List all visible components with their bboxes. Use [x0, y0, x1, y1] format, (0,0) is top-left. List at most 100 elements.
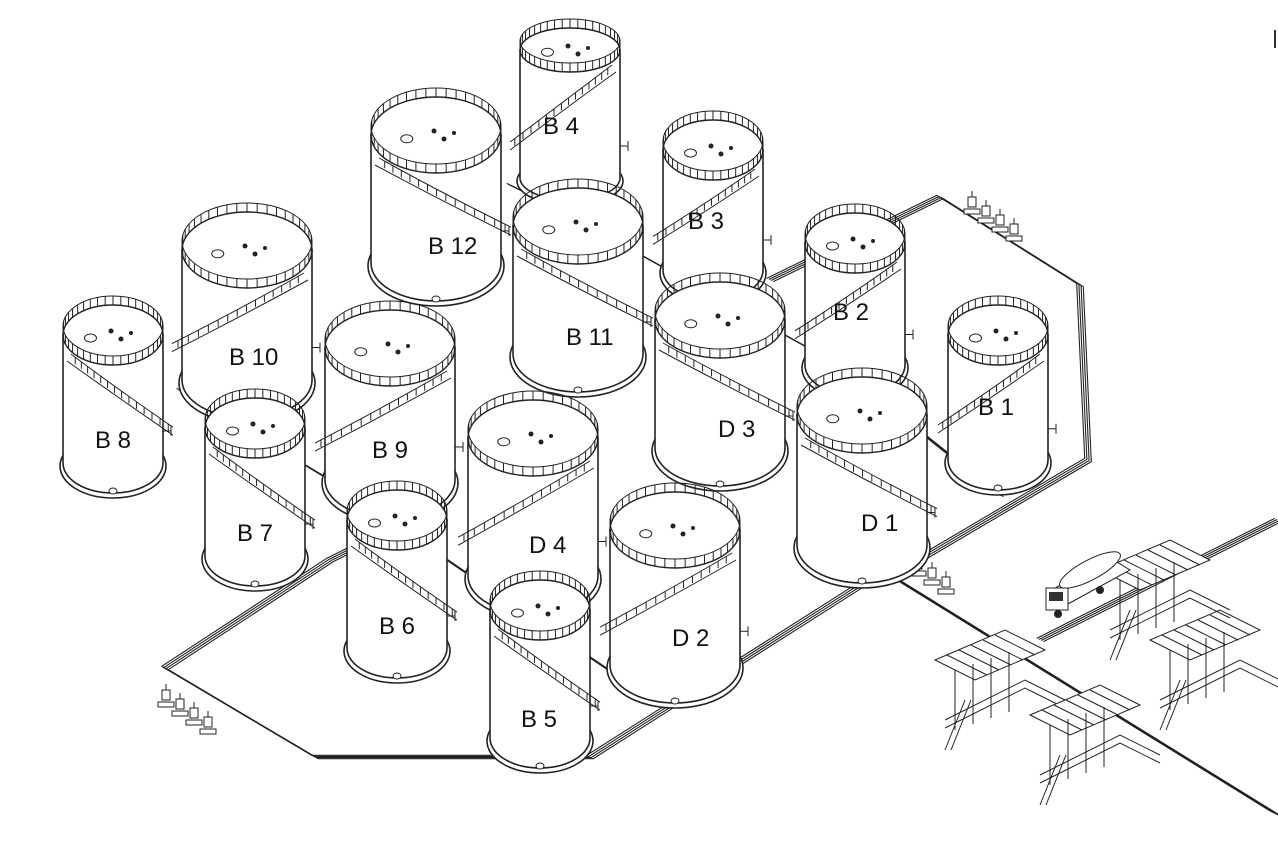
roof-vent — [708, 143, 714, 149]
roof-vent — [594, 222, 598, 226]
roof-hatch — [541, 47, 554, 57]
drain-valve — [250, 580, 260, 588]
drain-valve — [670, 697, 680, 705]
pipe-south-loop — [161, 557, 904, 760]
roof-vent — [263, 246, 267, 250]
roof-vent — [691, 526, 695, 530]
spiral-staircase — [350, 538, 458, 621]
roof-vent — [549, 434, 553, 438]
roof-vent — [385, 341, 391, 347]
tank-label-b4: B 4 — [543, 113, 579, 140]
tank-d3: D 3 — [651, 272, 796, 492]
tank-label-b10: B 10 — [229, 344, 278, 371]
roof-vent — [565, 43, 571, 49]
roof-vent — [575, 51, 581, 57]
handrail-posts — [796, 368, 928, 453]
roof-vent — [993, 328, 999, 334]
roof-vent — [729, 146, 733, 150]
roof-vent — [586, 46, 590, 50]
roof-vent — [857, 408, 863, 414]
loading-bay-2 — [1028, 684, 1161, 806]
roof-hatch — [497, 437, 511, 447]
tank-b1: B 1 — [937, 295, 1057, 496]
roof-hatch — [511, 608, 524, 618]
tank-label-b8: B 8 — [95, 427, 131, 454]
tank-label-b12: B 12 — [428, 233, 477, 260]
roof-vent — [452, 131, 456, 135]
drain-valve — [392, 672, 402, 680]
roof-vent — [715, 313, 721, 319]
roof-vent — [118, 336, 124, 342]
tank-b2: B 2 — [794, 203, 914, 401]
roof-vent — [878, 411, 882, 415]
roof-hatch — [226, 426, 239, 436]
roof-hatch — [639, 529, 653, 539]
tank-d2: D 2 — [599, 482, 749, 709]
roof-vent — [871, 239, 875, 243]
roof-vent — [431, 128, 437, 134]
roof-hatch — [969, 333, 982, 343]
roof-vent — [573, 219, 579, 225]
roof-vent — [583, 227, 589, 233]
tank-d4: D 4 — [457, 390, 607, 620]
valve-cluster-southwest — [157, 684, 217, 735]
roof-vent — [260, 429, 266, 435]
loading-bay-3 — [1148, 609, 1278, 731]
roof-vent — [1014, 331, 1018, 335]
tank-b3: B 3 — [652, 110, 772, 306]
spiral-staircase — [314, 370, 452, 452]
roof-vent — [538, 439, 544, 445]
roof-vent — [850, 236, 856, 242]
roof-vent — [402, 521, 408, 527]
drain-valve — [535, 762, 545, 770]
roof-vent — [867, 416, 873, 422]
tank-label-b11: B 11 — [566, 324, 614, 351]
spiral-staircase — [800, 437, 938, 518]
tank-b11: B 11 — [509, 178, 654, 398]
tank-label-b2: B 2 — [833, 299, 869, 326]
roof-vent — [250, 421, 256, 427]
handrail-posts — [370, 88, 502, 173]
spiral-staircase — [599, 552, 737, 636]
tank-label-b5: B 5 — [521, 706, 557, 733]
handrail-posts — [489, 571, 591, 640]
tank-label-d2: D 2 — [672, 625, 709, 652]
tank-b6: B 6 — [343, 480, 458, 684]
spiral-staircase — [66, 353, 174, 436]
roof-vent — [395, 349, 401, 355]
roof-vent — [725, 321, 731, 327]
tank-label-d4: D 4 — [529, 532, 566, 559]
roof-hatch — [354, 347, 368, 357]
handrail-posts — [181, 203, 313, 288]
roof-hatch — [826, 414, 840, 424]
roof-vent — [108, 328, 114, 334]
roof-hatch — [542, 225, 556, 235]
drain-valve — [573, 386, 583, 394]
roof-vent — [441, 136, 447, 142]
roof-vent — [252, 251, 258, 257]
tanker-truck — [1045, 551, 1132, 618]
spiral-staircase — [516, 248, 654, 327]
tank-label-d3: D 3 — [718, 416, 755, 443]
spiral-staircase — [652, 168, 760, 245]
roof-hatch — [826, 241, 839, 251]
roof-hatch — [84, 333, 97, 343]
tank-d1: D 1 — [793, 367, 938, 589]
roof-vent — [242, 243, 248, 249]
roof-vent — [545, 611, 551, 617]
tank-b5: B 5 — [486, 570, 601, 774]
handrail-posts — [512, 179, 644, 264]
tank-label-b3: B 3 — [688, 208, 724, 235]
roof-hatch — [684, 319, 698, 329]
drain-valve — [431, 295, 441, 303]
tank-b8: B 8 — [59, 295, 174, 499]
tank-label-b6: B 6 — [379, 613, 415, 640]
tank-b7: B 7 — [201, 388, 316, 592]
handrail-posts — [654, 273, 786, 358]
valve-cluster-northeast — [963, 191, 1023, 242]
handrail-posts — [519, 19, 621, 72]
loading-facilities — [933, 539, 1278, 806]
spiral-staircase — [374, 157, 512, 236]
spiral-staircase — [493, 628, 601, 711]
